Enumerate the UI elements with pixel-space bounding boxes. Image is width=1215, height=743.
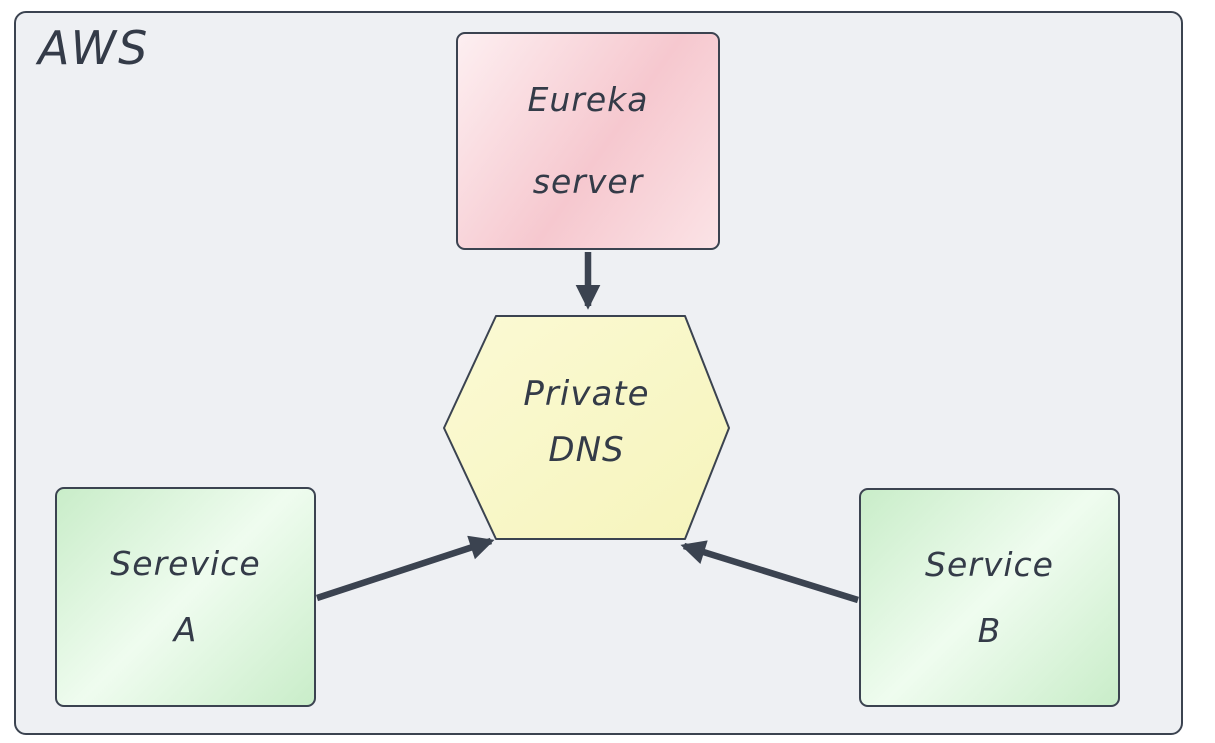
node-eureka-server: Eureka server bbox=[456, 32, 720, 250]
node-service-a: Serevice A bbox=[55, 487, 316, 707]
eureka-server-label-line2: server bbox=[532, 162, 644, 201]
service-b-label-line1: Service bbox=[925, 544, 1054, 584]
eureka-server-label-line1: Eureka bbox=[527, 80, 649, 119]
aws-group-label: AWS bbox=[38, 21, 150, 75]
service-a-label-line2: A bbox=[173, 610, 198, 649]
service-a-label-line1: Serevice bbox=[110, 544, 261, 583]
node-service-b: Service B bbox=[859, 488, 1120, 707]
service-b-label-line2: B bbox=[977, 610, 1002, 650]
